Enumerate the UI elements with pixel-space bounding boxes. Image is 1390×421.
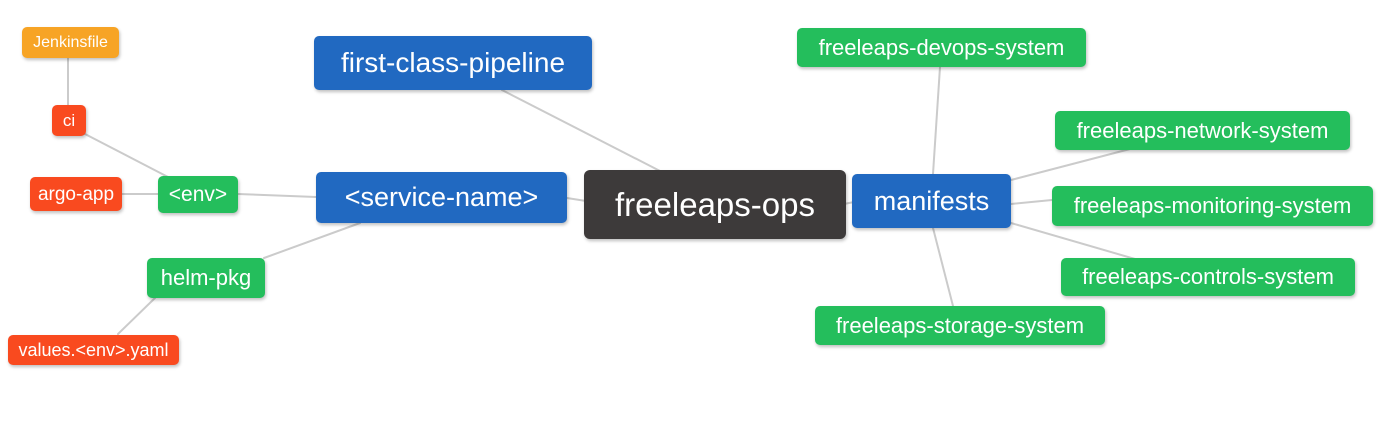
node-first-class-pipeline[interactable]: first-class-pipeline xyxy=(314,36,592,90)
node-freeleaps-ops-root[interactable]: freeleaps-ops xyxy=(584,170,846,239)
node-values-env-yaml[interactable]: values.<env>.yaml xyxy=(8,335,179,365)
node-ci[interactable]: ci xyxy=(52,105,86,136)
node-manifests[interactable]: manifests xyxy=(852,174,1011,228)
edge-manifests-monitoring xyxy=(1010,199,1053,205)
edge-pipeline-root xyxy=(501,89,661,172)
edge-helm-pkg-values xyxy=(117,297,156,335)
edge-ci-env xyxy=(84,133,169,178)
edge-manifests-storage xyxy=(932,227,954,307)
node-env[interactable]: <env> xyxy=(158,176,238,213)
edge-service-name-helm-pkg xyxy=(263,222,361,259)
node-service-name[interactable]: <service-name> xyxy=(316,172,567,223)
node-jenkinsfile[interactable]: Jenkinsfile xyxy=(22,27,119,58)
node-freeleaps-monitoring-system[interactable]: freeleaps-monitoring-system xyxy=(1052,186,1373,226)
node-freeleaps-controls-system[interactable]: freeleaps-controls-system xyxy=(1061,258,1355,296)
edge-manifests-network xyxy=(1010,148,1131,181)
edge-env-service-name xyxy=(237,193,317,198)
node-freeleaps-storage-system[interactable]: freeleaps-storage-system xyxy=(815,306,1105,345)
edge-service-name-root xyxy=(566,197,587,202)
node-helm-pkg[interactable]: helm-pkg xyxy=(147,258,265,298)
node-freeleaps-devops-system[interactable]: freeleaps-devops-system xyxy=(797,28,1086,67)
node-freeleaps-network-system[interactable]: freeleaps-network-system xyxy=(1055,111,1350,150)
node-argo-app[interactable]: argo-app xyxy=(30,177,122,211)
edge-manifests-devops xyxy=(932,66,941,175)
edge-manifests-controls xyxy=(1010,222,1136,260)
